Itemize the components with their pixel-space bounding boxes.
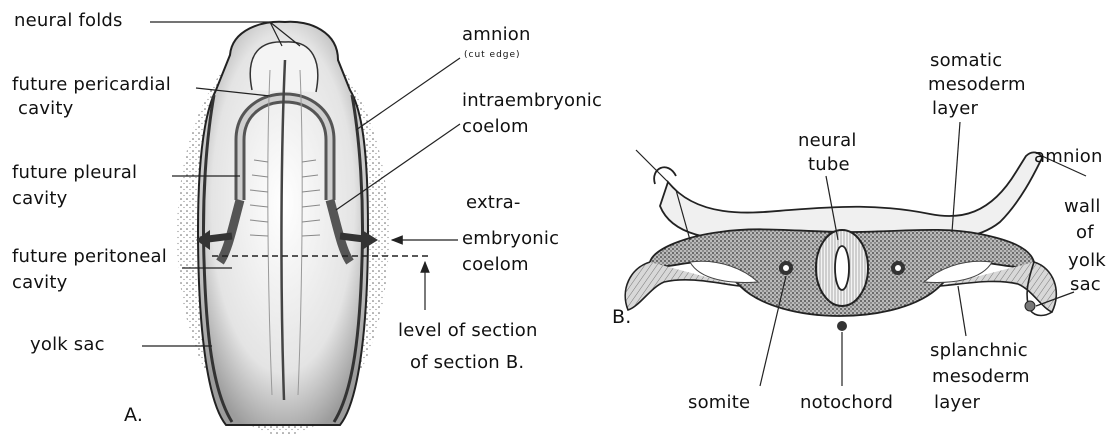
label-tube: tube	[808, 154, 850, 176]
label-sac: sac	[1070, 274, 1101, 296]
label-somatic: somatic	[930, 50, 1002, 72]
label-of: of	[1076, 222, 1094, 244]
label-level-of-section: level of section	[398, 320, 538, 342]
label-future-peritoneal: future peritoneal	[12, 246, 167, 268]
label-intraembryonic: intraembryonic	[462, 90, 602, 112]
label-wall: wall	[1064, 196, 1101, 218]
label-intraembryonic-coelom: coelom	[462, 116, 529, 138]
panel-label-a: A.	[124, 404, 143, 426]
label-neural: neural	[798, 130, 857, 152]
label-amnion-cut-edge: (cut edge)	[464, 50, 521, 60]
label-future-peritoneal-cavity: cavity	[12, 272, 68, 294]
label-future-pleural: future pleural	[12, 162, 137, 184]
cross-section	[625, 152, 1056, 331]
label-amnion-a: amnion	[462, 24, 531, 46]
label-somatic-layer: layer	[932, 98, 978, 120]
label-somite: somite	[688, 392, 750, 414]
label-yolk-sac: yolk sac	[30, 334, 105, 356]
label-notochord: notochord	[800, 392, 893, 414]
label-future-pleural-cavity: cavity	[12, 188, 68, 210]
label-future-pericardial: future pericardial	[12, 74, 171, 96]
label-extra: extra-	[466, 192, 521, 214]
label-splanchnic-layer: layer	[934, 392, 980, 414]
label-amnion-b: amnion	[1034, 146, 1103, 168]
label-extraembryonic-coelom: coelom	[462, 254, 529, 276]
label-yolk: yolk	[1068, 250, 1106, 272]
label-future-pericardial-cavity: cavity	[18, 98, 74, 120]
label-splanchnic-mesoderm: mesoderm	[932, 366, 1030, 388]
panel-label-b: B.	[612, 306, 631, 328]
label-splanchnic: splanchnic	[930, 340, 1028, 362]
label-neural-folds: neural folds	[14, 10, 123, 32]
embryo-dorsal-view	[177, 22, 389, 434]
label-of-section-b: of section B.	[410, 352, 524, 374]
label-embryonic: embryonic	[462, 228, 559, 250]
label-somatic-mesoderm: mesoderm	[928, 74, 1026, 96]
